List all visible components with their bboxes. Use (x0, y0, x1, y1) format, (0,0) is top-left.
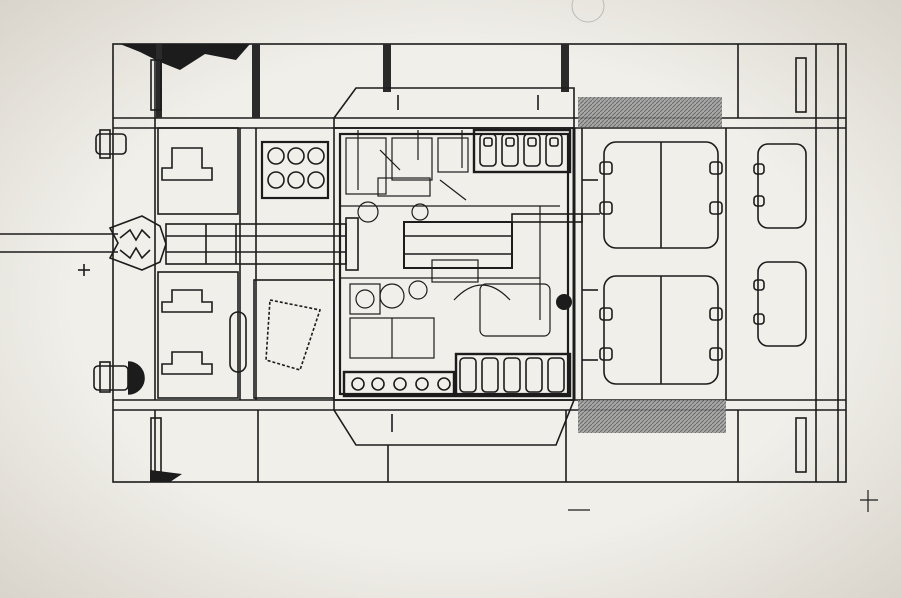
shaded-areas (120, 44, 807, 482)
ammo-rack-bottom (342, 352, 572, 398)
section-marker (568, 490, 878, 512)
engine-deck (582, 141, 807, 385)
turret-interior (340, 130, 560, 359)
front-lights (78, 129, 145, 395)
ammo-rack-top (472, 128, 572, 174)
front-hatches (157, 127, 335, 399)
equipment-box (260, 140, 330, 200)
main-gun (0, 213, 600, 271)
turret-ring-marker (556, 294, 572, 310)
